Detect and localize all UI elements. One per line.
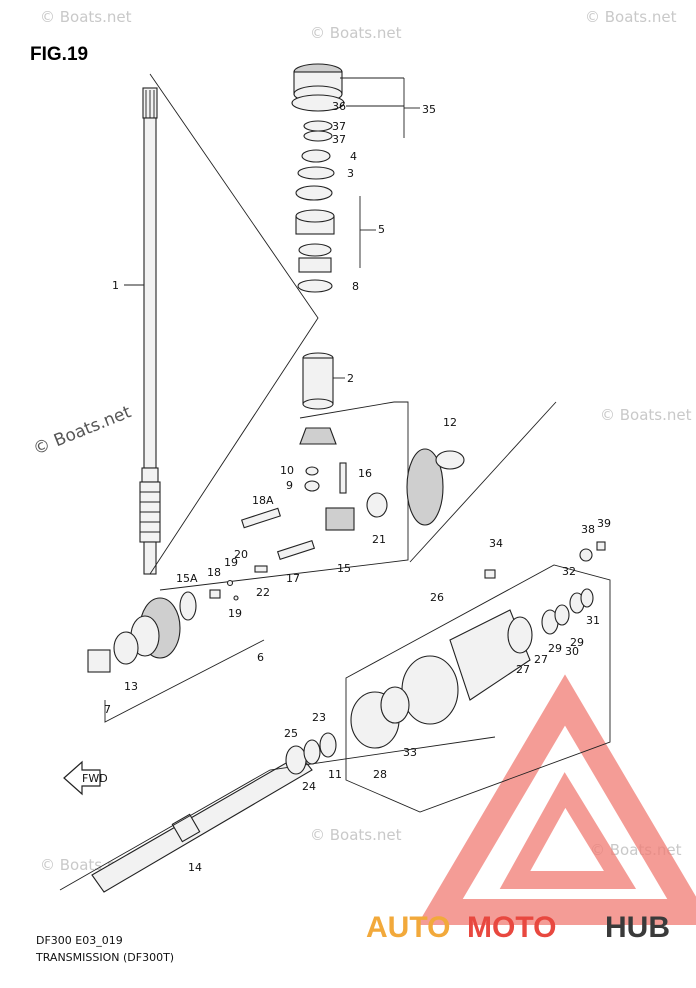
bearing-part-7 xyxy=(87,649,111,673)
callout-label: 33 xyxy=(403,746,417,759)
pinion-gear xyxy=(299,427,337,445)
callout-label: 34 xyxy=(489,537,503,550)
shaft-part-17 xyxy=(276,539,316,561)
ball-part-19 xyxy=(233,595,239,601)
assembly-guide-line xyxy=(59,736,496,891)
figure-code: DF300 E03_019 xyxy=(36,934,123,947)
drive-shaft-part-1 xyxy=(139,87,161,575)
watermark: © Boats.net xyxy=(40,8,132,26)
callout-label: 7 xyxy=(104,703,111,716)
washer-part-15a xyxy=(179,591,197,621)
callout-label: 4 xyxy=(350,150,357,163)
callout-label: 26 xyxy=(430,591,444,604)
callout-labels: 1 2 3 4 5 6 7 8 9 10 11 12 13 14 15 15A … xyxy=(104,77,611,874)
ring-part-11 xyxy=(319,732,337,758)
watermark: © Boats.net xyxy=(600,406,692,424)
assembly-guide-line xyxy=(104,639,265,723)
propeller-shaft-part-14 xyxy=(91,754,313,893)
watermark: © Boats.net xyxy=(310,826,402,844)
watermark: © Boats.net xyxy=(585,8,677,26)
callout-label: 28 xyxy=(373,768,387,781)
callout-label: 18 xyxy=(207,566,221,579)
bearing-case-part-26 xyxy=(401,541,606,725)
callout-label: 3 xyxy=(347,167,354,180)
logo-text-moto: MOTO xyxy=(467,911,556,944)
washer-part-10 xyxy=(305,466,319,476)
callout-label: 14 xyxy=(188,861,202,874)
sleeve-part-2 xyxy=(302,352,334,410)
part-18 xyxy=(209,589,221,599)
ring-part-13 xyxy=(113,631,139,665)
callout-label: 38 xyxy=(581,523,595,536)
callout-label: 32 xyxy=(562,565,576,578)
figure-name: TRANSMISSION (DF300T) xyxy=(36,951,175,964)
callout-label: 37 xyxy=(332,120,346,133)
callout-label: 23 xyxy=(312,711,326,724)
callout-label: 31 xyxy=(586,614,600,627)
ball-part-20 xyxy=(226,579,234,587)
assembly-guide-line xyxy=(149,73,319,575)
callout-label: 17 xyxy=(286,572,300,585)
callout-label: 19 xyxy=(228,607,242,620)
callout-label: 37 xyxy=(332,133,346,146)
bearing-part-33 xyxy=(380,686,410,724)
spring-part-22 xyxy=(254,565,268,573)
upper-bearing-stack xyxy=(291,63,345,293)
callout-label: 13 xyxy=(124,680,138,693)
assembly-guide-line xyxy=(299,401,395,419)
callout-label: 11 xyxy=(328,768,342,781)
callout-label: 16 xyxy=(358,467,372,480)
watermark-strong: © Boats.net xyxy=(30,402,134,460)
watermark: © Boats.net xyxy=(310,24,402,42)
callout-label: 29 xyxy=(548,642,562,655)
ring-part-21 xyxy=(366,492,388,518)
callout-label: 35 xyxy=(422,103,436,116)
pin-part-16 xyxy=(339,462,347,494)
callout-label: 22 xyxy=(256,586,270,599)
assembly-guide-box xyxy=(345,564,611,813)
callout-label: 29 xyxy=(570,636,584,649)
callout-label: 25 xyxy=(284,727,298,740)
callout-label: 20 xyxy=(234,548,248,561)
callout-label: 2 xyxy=(347,372,354,385)
callout-label: 15A xyxy=(176,572,198,585)
callout-label: 27 xyxy=(516,663,530,676)
logo-text-auto: AUTO xyxy=(366,911,450,944)
assembly-guide-line xyxy=(409,401,557,563)
callout-label: 30 xyxy=(565,645,579,658)
callout-label: 1 xyxy=(112,279,119,292)
shaft-part-18a xyxy=(241,507,281,529)
callout-label: 6 xyxy=(257,651,264,664)
callout-label: 15 xyxy=(337,562,351,575)
svg-text:FWD: FWD xyxy=(82,772,108,785)
automotohub-logo: AUTO MOTO HUB xyxy=(366,911,670,944)
callout-label: 5 xyxy=(378,223,385,236)
callout-label: 8 xyxy=(352,280,359,293)
bevel-gear-part-12 xyxy=(406,448,465,526)
part-23 xyxy=(303,739,321,765)
callout-label: 36 xyxy=(332,100,346,113)
callout-label: 21 xyxy=(372,533,386,546)
fwd-arrow-icon: FWD xyxy=(63,760,108,796)
washer-part-25 xyxy=(285,745,307,775)
clutch-part-15 xyxy=(325,507,355,531)
automotohub-logo-triangle xyxy=(417,674,696,925)
callout-label: 39 xyxy=(597,517,611,530)
callout-label: 24 xyxy=(302,780,316,793)
callout-label: 19 xyxy=(224,556,238,569)
callout-label: 27 xyxy=(534,653,548,666)
figure-title: FIG.19 xyxy=(30,44,89,65)
callout-label: 10 xyxy=(280,464,294,477)
callout-label: 9 xyxy=(286,479,293,492)
callout-label: 12 xyxy=(443,416,457,429)
callout-label: 18A xyxy=(252,494,274,507)
logo-text-hub: HUB xyxy=(605,911,670,944)
nut-part-9 xyxy=(304,480,320,492)
